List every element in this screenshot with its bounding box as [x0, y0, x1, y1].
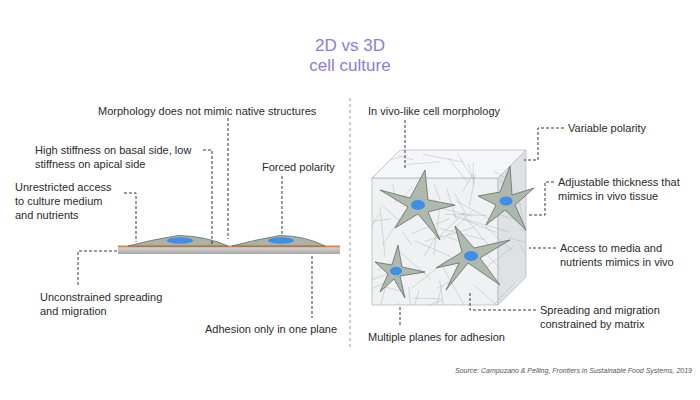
culture-plate [118, 247, 340, 254]
divider-line [350, 98, 351, 348]
leader-line [124, 193, 136, 242]
star-cell [380, 170, 455, 240]
matrix-fibre [359, 214, 379, 246]
leader-line [470, 291, 536, 310]
callout-label: Variable polarity [568, 121, 646, 135]
flat-cell [232, 236, 325, 247]
matrix-fibre [457, 154, 471, 177]
matrix-fibre [352, 174, 376, 205]
matrix-fibre [384, 287, 401, 291]
matrix-fibre [510, 238, 530, 243]
matrix-fibre [415, 300, 443, 310]
leader-line [524, 128, 564, 160]
matrix-fibre [494, 171, 507, 178]
cell-nucleus [500, 197, 513, 206]
matrix-fibre [520, 244, 533, 267]
leader-line [400, 307, 401, 326]
matrix-fibre [406, 162, 440, 165]
cells-3d [375, 166, 534, 298]
diagram-title: 2D vs 3D cell culture [300, 36, 400, 76]
cell-nucleus [411, 200, 425, 210]
matrix-fibre [462, 218, 510, 232]
callout-label: Multiple planes for adhesion [368, 330, 505, 344]
matrix-fibre [456, 201, 493, 221]
matrix-fibre [462, 174, 473, 192]
matrix-fibre [383, 211, 405, 245]
leader-line [228, 118, 229, 239]
matrix-fibre [446, 214, 487, 215]
matrix-fibre [380, 207, 385, 256]
cell-nucleus [464, 251, 478, 261]
source-caption: Source: Campuzano & Pelling, Frontiers i… [455, 366, 692, 375]
matrix-fibre [520, 230, 548, 233]
star-cell [478, 166, 534, 230]
callout-label: Unconstrained spreading and migration [40, 290, 175, 318]
matrix-fibre [398, 303, 402, 326]
matrix-fibre [403, 232, 412, 245]
matrix-fibre [474, 285, 507, 314]
matrix-fibre [473, 162, 474, 185]
callout-label: Morphology does not mimic native structu… [98, 104, 316, 118]
matrix-fibre [448, 158, 468, 183]
matrix-fibre [415, 241, 451, 257]
cell-nucleus [167, 237, 193, 244]
leader-line [529, 248, 556, 249]
star-cell [375, 245, 425, 298]
matrix-fibre [410, 291, 419, 318]
callout-label: Adhesion only in one plane [205, 322, 337, 336]
matrix-fibre [398, 156, 413, 160]
leader-line [312, 256, 313, 318]
star-cell [436, 226, 510, 290]
matrix-fibre [369, 219, 390, 222]
leader-line [528, 182, 554, 215]
matrix-fibre [509, 297, 526, 342]
matrix-fibre [489, 283, 515, 310]
leader-line [405, 120, 406, 168]
leader-line [282, 176, 283, 234]
matrix-fibre [423, 154, 463, 162]
callout-label: In vivo-like cell morphology [368, 104, 500, 118]
matrix-fibre [468, 163, 474, 181]
matrix-fibre [440, 280, 445, 310]
cell-nucleus [390, 267, 402, 275]
matrix-fibre [382, 205, 401, 222]
matrix-side [498, 150, 526, 305]
callout-label: Unrestricted access to culture medium an… [15, 180, 121, 222]
leader-line [78, 251, 117, 286]
matrix-fibre [409, 287, 411, 310]
matrix-fibre [351, 158, 399, 167]
callout-label: Forced polarity [262, 160, 335, 174]
callout-label: High stiffness on basal side, low stiffn… [35, 143, 205, 171]
callout-label: Access to media and nutrients mimics in … [560, 241, 692, 269]
matrix-fibres [351, 154, 548, 344]
callout-label: Adjustable thickness that mimics in vivo… [558, 175, 694, 203]
leader-line [203, 150, 212, 244]
cell-nucleus [268, 237, 294, 244]
matrix-fibre [434, 185, 439, 200]
matrix-fibre [413, 298, 441, 300]
flat-cell [128, 236, 228, 247]
matrix-fibre [455, 193, 466, 213]
callout-label: Spreading and migration constrained by m… [540, 303, 690, 331]
